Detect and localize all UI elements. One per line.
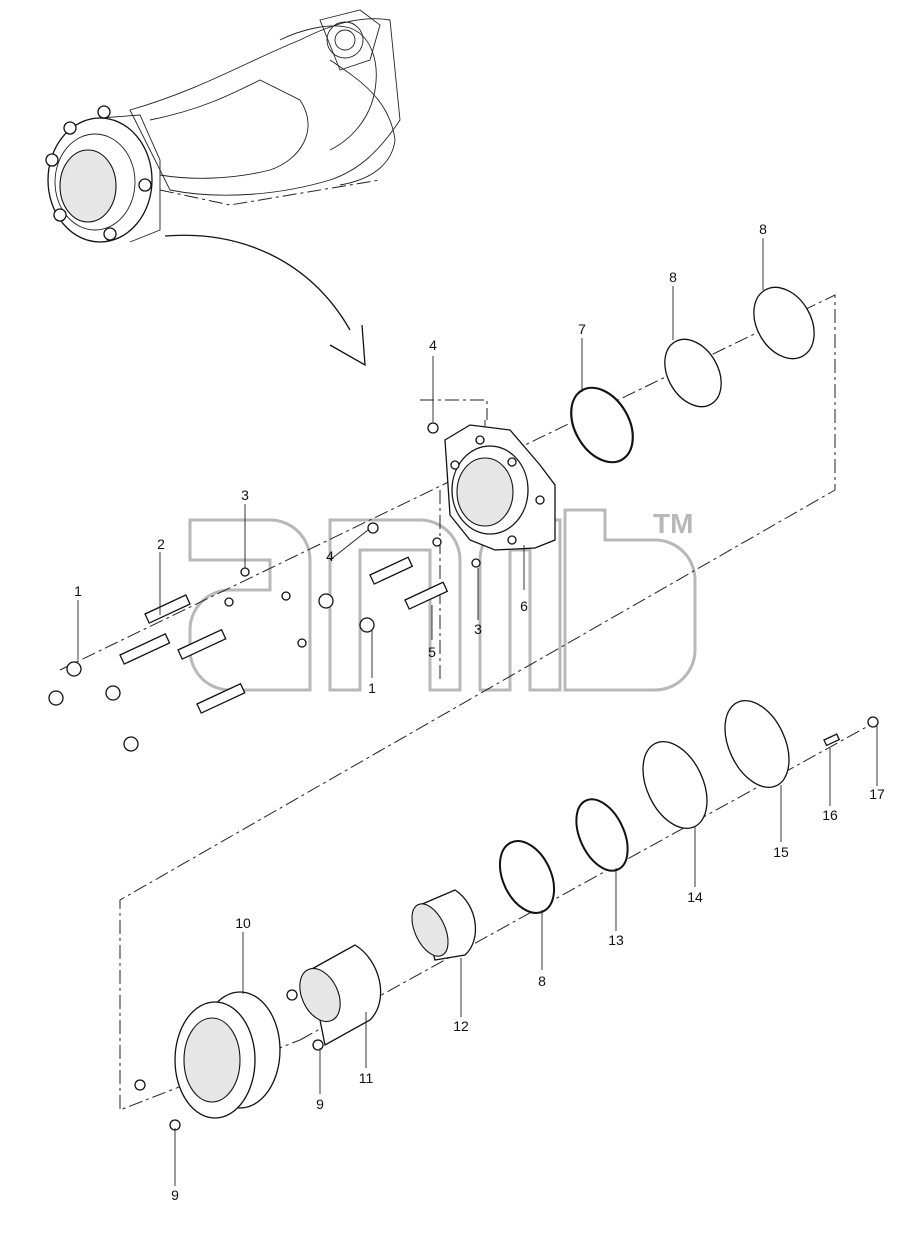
callout-3: 3	[241, 487, 249, 503]
callout-10: 10	[235, 915, 251, 931]
axle-housing-illustration	[45, 9, 401, 243]
callout-8: 8	[538, 973, 546, 989]
callout-4: 4	[326, 548, 334, 564]
leader-lines	[77, 238, 878, 1186]
callout-7: 7	[578, 321, 586, 337]
cover-plate	[724, 700, 790, 788]
nut-set	[48, 422, 481, 752]
watermark-trademark: TM	[653, 508, 693, 539]
callout-6: 6	[520, 598, 528, 614]
callout-11: 11	[359, 1070, 374, 1086]
callout-5: 5	[428, 644, 436, 660]
shim-ring-outer	[753, 286, 815, 360]
callout-15: 15	[773, 844, 789, 860]
callout-2: 2	[157, 536, 165, 552]
gasket	[642, 741, 708, 829]
callout-12: 12	[453, 1018, 469, 1034]
screw	[823, 733, 841, 747]
snap-ring	[575, 798, 629, 872]
watermark-logo: TM	[188, 508, 697, 692]
bearing-cup	[411, 889, 477, 961]
plug	[867, 716, 879, 728]
o-ring	[570, 386, 634, 464]
callout-4: 4	[429, 337, 437, 353]
callout-9: 9	[316, 1096, 324, 1112]
callout-labels: 1 1 2 3 3 4 4 5 6 7 8 8 8 9 9 10 11 12 1…	[74, 221, 885, 1203]
lower-parts-group	[134, 700, 879, 1131]
direction-arrow	[164, 234, 366, 367]
bearing-sleeve	[299, 944, 382, 1047]
callout-1: 1	[74, 583, 82, 599]
seal-ring	[498, 840, 556, 914]
callout-9: 9	[171, 1187, 179, 1203]
hub-housing	[134, 989, 324, 1131]
callout-16: 16	[822, 807, 838, 823]
flange-housing	[444, 424, 556, 551]
upper-parts-group	[48, 286, 871, 1111]
callout-14: 14	[687, 889, 703, 905]
callout-13: 13	[608, 932, 624, 948]
callout-17: 17	[869, 786, 885, 802]
callout-1: 1	[368, 680, 376, 696]
callout-3: 3	[474, 621, 482, 637]
bolt-set	[119, 556, 449, 714]
callout-8: 8	[669, 269, 677, 285]
callout-8: 8	[759, 221, 767, 237]
shim-ring	[664, 338, 722, 408]
